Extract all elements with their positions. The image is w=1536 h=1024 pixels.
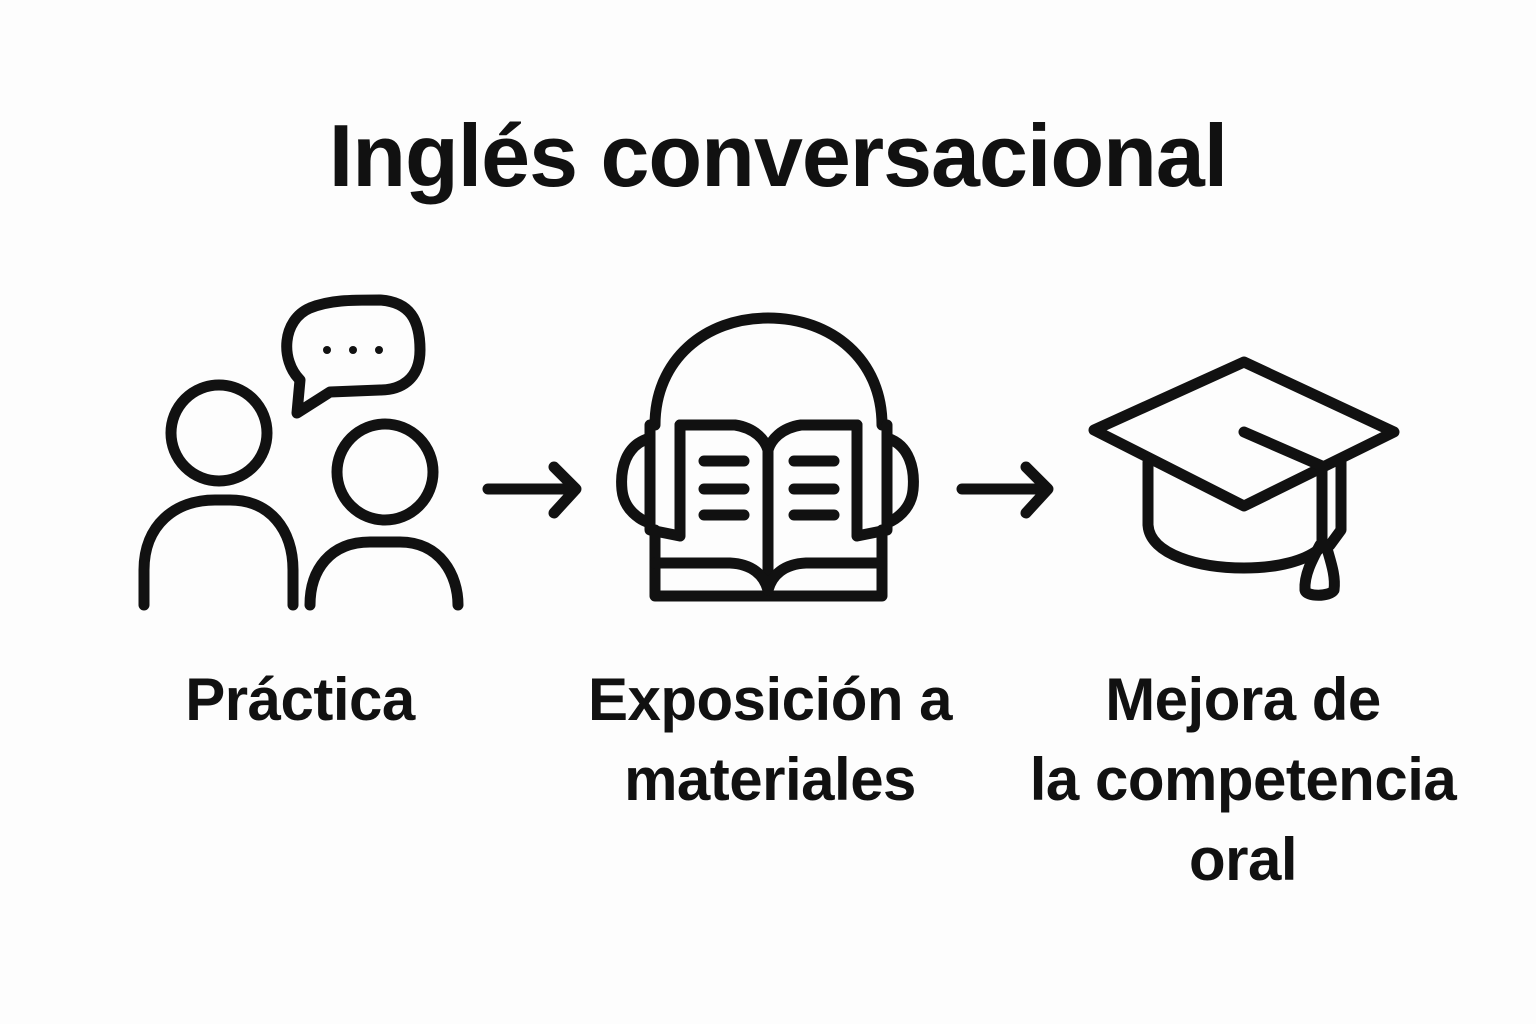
step-label-line: la competencia <box>1029 746 1457 813</box>
diagram-title: Inglés conversacional <box>328 106 1229 205</box>
step-label-line: Exposición a <box>587 666 953 733</box>
step-label-line: Mejora de <box>1105 666 1381 733</box>
arrow-right-icon <box>480 460 590 520</box>
step-label-exposicion: Exposición a materiales <box>560 660 980 820</box>
step-label-line: oral <box>1188 826 1298 893</box>
step-label-mejora: Mejora de la competencia oral <box>1000 660 1486 900</box>
arrow-right-icon <box>955 460 1065 520</box>
step-label-line: materiales <box>624 746 916 813</box>
book-headphones-icon <box>600 300 940 620</box>
graduation-cap-icon <box>1070 340 1420 620</box>
step-label-practica: Práctica <box>150 660 450 740</box>
people-conversation-icon <box>130 290 470 620</box>
step-label-line: Práctica <box>185 666 415 733</box>
